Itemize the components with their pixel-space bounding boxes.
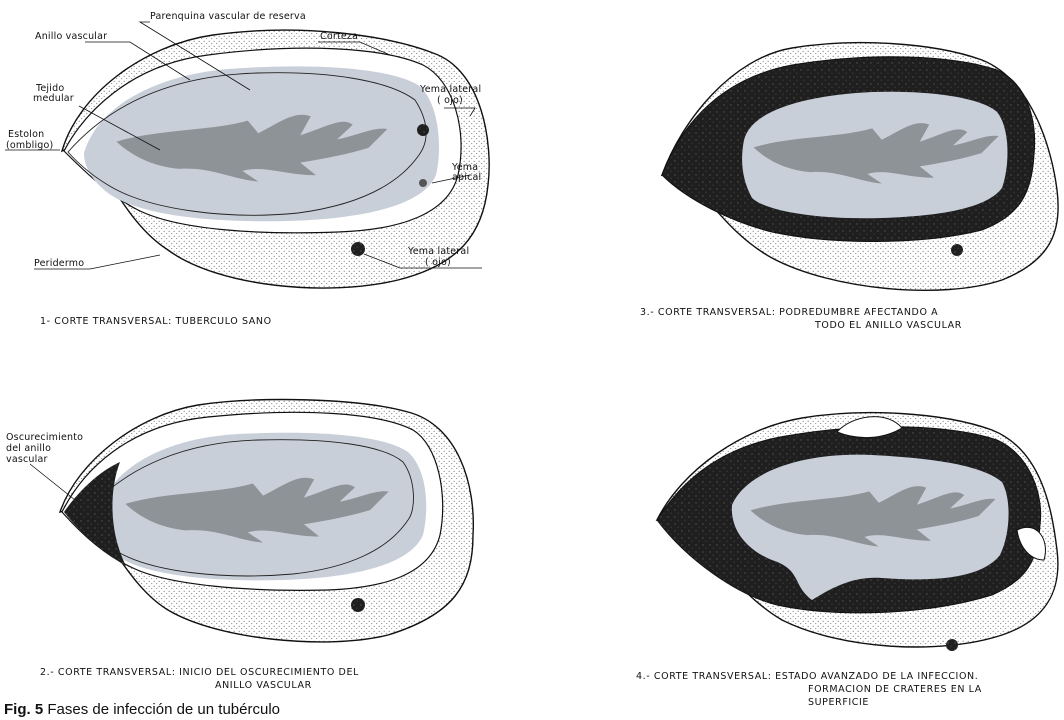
lateral-bud-bottom-4 bbox=[946, 639, 958, 651]
panel-3-ring-rot: 3.- CORTE TRANSVERSAL: PODREDUMBRE AFECT… bbox=[640, 43, 1058, 331]
lateral-bud-top bbox=[417, 124, 429, 136]
panel-2-early-darkening: Oscurecimiento del anillo vascular 2.- C… bbox=[6, 400, 473, 691]
panel-1-healthy-tuber: Parenquina vascular de reserva Anillo va… bbox=[5, 11, 489, 327]
label-yema-lateral-bottom-1: Yema lateral bbox=[407, 246, 469, 257]
figure-caption: Fig. 5 Fases de infección de un tubércul… bbox=[4, 701, 280, 718]
label-yema-lateral-bottom-2: ( ojo) bbox=[425, 257, 451, 268]
label-anillo-vascular: Anillo vascular bbox=[35, 31, 107, 42]
label-tejido-2: medular bbox=[33, 93, 74, 104]
figure-number: Fig. 5 bbox=[4, 701, 43, 718]
label-yema-apical-2: apical bbox=[452, 172, 481, 183]
label-corteza: Corteza bbox=[320, 31, 358, 42]
caption-panel-3-line-1: 3.- CORTE TRANSVERSAL: PODREDUMBRE AFECT… bbox=[640, 307, 938, 318]
caption-panel-3-line-2: TODO EL ANILLO VASCULAR bbox=[814, 320, 962, 331]
caption-panel-4-line-2: FORMACION DE CRATERES EN LA bbox=[808, 684, 982, 695]
label-peridermo: Peridermo bbox=[34, 258, 84, 269]
label-estolon-2: (ombligo) bbox=[6, 140, 53, 151]
figure-caption-text: Fases de infección de un tubérculo bbox=[47, 701, 280, 718]
caption-panel-2-line-2: ANILLO VASCULAR bbox=[215, 680, 312, 691]
label-oscurecimiento-1: Oscurecimiento bbox=[6, 432, 83, 443]
label-yema-lateral-top-2: ( ojo) bbox=[437, 95, 463, 106]
caption-panel-2-line-1: 2.- CORTE TRANSVERSAL: INICIO DEL OSCURE… bbox=[40, 667, 359, 678]
label-parenquima: Parenquina vascular de reserva bbox=[150, 11, 306, 22]
label-yema-lateral-top-1: Yema lateral bbox=[419, 84, 481, 95]
lateral-bud-bottom-3 bbox=[951, 244, 963, 256]
caption-panel-1: 1- CORTE TRANSVERSAL: TUBERCULO SANO bbox=[40, 316, 272, 327]
apical-bud bbox=[419, 179, 427, 187]
lateral-bud-bottom bbox=[351, 242, 365, 256]
label-oscurecimiento-3: vascular bbox=[6, 454, 48, 465]
lateral-bud-bottom-2 bbox=[351, 598, 365, 612]
label-oscurecimiento-2: del anillo bbox=[6, 443, 51, 454]
panel-4-advanced-infection: 4.- CORTE TRANSVERSAL: ESTADO AVANZADO D… bbox=[636, 413, 1058, 708]
caption-panel-4-line-1: 4.- CORTE TRANSVERSAL: ESTADO AVANZADO D… bbox=[636, 671, 978, 682]
label-estolon-1: Estolon bbox=[8, 129, 44, 140]
caption-panel-4-line-3: SUPERFICIE bbox=[808, 697, 869, 708]
